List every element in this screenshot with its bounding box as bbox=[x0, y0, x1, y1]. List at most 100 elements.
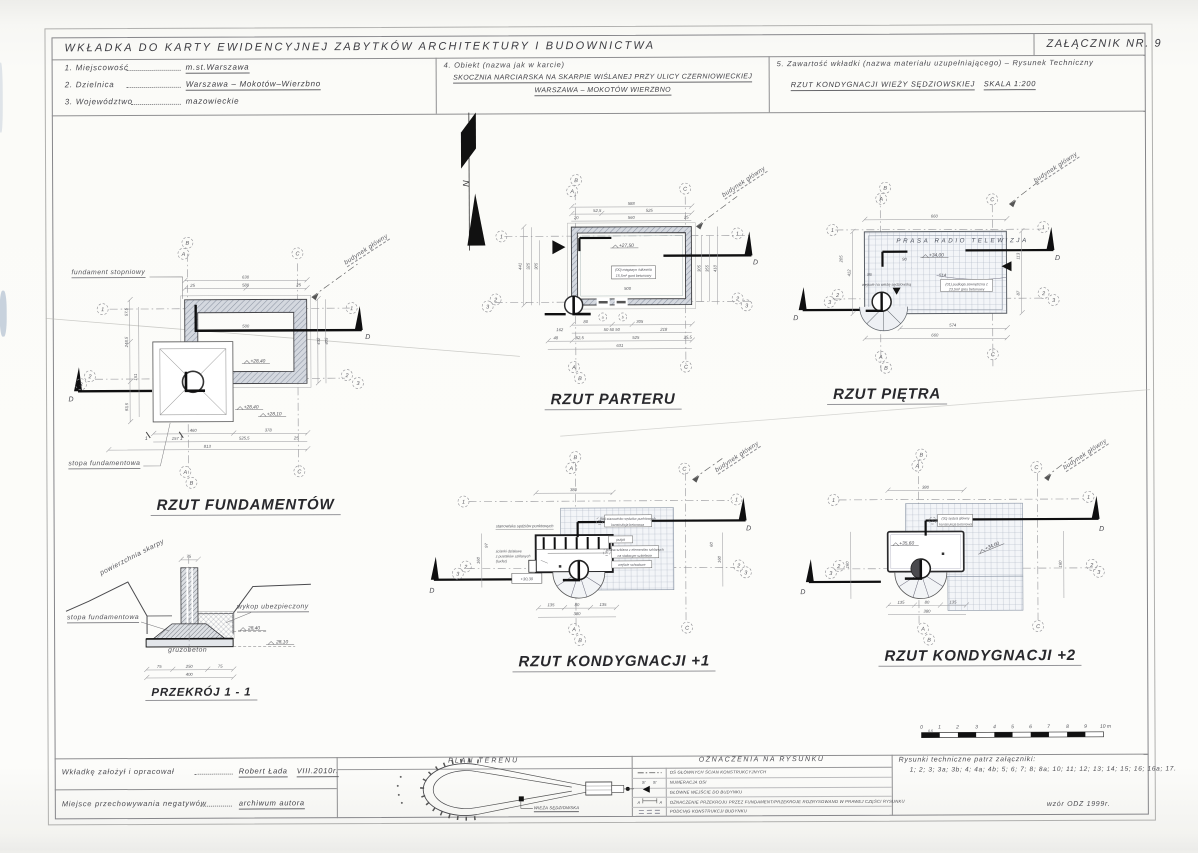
axis-bubble bbox=[880, 361, 892, 374]
author-date: VIII.2010r. bbox=[296, 766, 339, 777]
axis-bubble-label: A bbox=[181, 252, 186, 258]
axis-bubble-label: C bbox=[683, 187, 687, 193]
axis-bubble bbox=[875, 192, 888, 205]
field4-label: 4. Obiekt (nazwa jak w karcie) bbox=[443, 60, 565, 70]
dim-text: 460 bbox=[190, 428, 198, 433]
axis-bubble-label: A bbox=[569, 466, 574, 472]
dim-text: 305 bbox=[636, 319, 644, 324]
dim-text: 410 bbox=[712, 264, 717, 272]
dim-text: 25,5 bbox=[683, 335, 693, 340]
axis-bubble-label: 3 bbox=[1052, 298, 1056, 304]
dim-text: 580 bbox=[242, 283, 250, 288]
axis-bubble bbox=[84, 370, 96, 383]
axis-bubble-label: 3 bbox=[486, 304, 490, 310]
dim-text: 25 bbox=[293, 435, 299, 440]
dim-text: 160 bbox=[476, 556, 481, 564]
dim-text: (3c) sędzia główny bbox=[942, 516, 970, 520]
axis-bubble bbox=[826, 224, 839, 236]
axis-bubble bbox=[730, 493, 743, 506]
axis-bubble-label: 1 bbox=[1042, 225, 1045, 231]
elevation-text: +28,40 bbox=[244, 404, 259, 410]
axis-bubble-label: 3 bbox=[356, 381, 360, 387]
section-letter: D bbox=[746, 525, 751, 532]
axis-bubble bbox=[179, 466, 192, 478]
dim-text: ścianki działowe bbox=[496, 549, 522, 553]
section-title: PRZEKRÓJ 1 - 1 bbox=[145, 686, 258, 701]
axis-bubble bbox=[678, 462, 691, 475]
axis-bubble bbox=[495, 230, 508, 243]
dim-text: 631 bbox=[616, 343, 623, 348]
axis-bubble bbox=[679, 182, 691, 195]
negatives-leader bbox=[199, 798, 232, 807]
axis-bubble-label: A bbox=[569, 189, 574, 195]
dim-text: 380 bbox=[922, 485, 930, 490]
dim-text: 380 bbox=[570, 487, 578, 492]
dim-text: 525,5 bbox=[239, 436, 250, 441]
elevation-text: +34,00 bbox=[929, 252, 944, 258]
dim-text: (00) magazyn /siłownia bbox=[615, 268, 652, 272]
axis-bubble bbox=[732, 559, 745, 572]
axis-bubble bbox=[574, 634, 586, 646]
elevation-text: 28,10 bbox=[275, 639, 288, 645]
dim-text: 3 bbox=[975, 724, 978, 730]
axis-bubble bbox=[481, 300, 494, 313]
dim-text: 6 bbox=[1029, 724, 1032, 730]
level-plus1-title: RZUT KONDYGNACJI +1 bbox=[512, 652, 717, 673]
dim-text: (luxfer) bbox=[496, 559, 507, 563]
dim-text: konstrukcja betonowa bbox=[611, 523, 644, 527]
dim-text: 525 bbox=[632, 335, 640, 340]
level-mark bbox=[235, 406, 264, 410]
dim-text: 560 bbox=[628, 215, 636, 220]
dim-text: 75 bbox=[218, 664, 223, 669]
axis-bubble bbox=[1037, 287, 1050, 299]
dim-text: 355 bbox=[704, 264, 709, 272]
dim-text: 2 bbox=[955, 724, 959, 730]
field1-leader bbox=[126, 62, 181, 72]
dim-text: 574 bbox=[949, 322, 957, 327]
axis-bubble-label: B bbox=[578, 638, 582, 644]
axis-bubble bbox=[96, 303, 109, 315]
dim-text: 400 bbox=[186, 672, 194, 677]
axis-bubble bbox=[915, 448, 928, 461]
axis-bubble-label: 1 bbox=[735, 497, 738, 503]
axis-bubble bbox=[1032, 620, 1044, 632]
attachments-note-line2: 1; 2; 3; 3a; 3b; 4; 4a; 4b; 5; 6; 7; 8; … bbox=[909, 765, 1177, 774]
field3-value: mazowieckie bbox=[185, 96, 240, 106]
axis-bubble-label: C bbox=[685, 626, 689, 632]
dim-text: 248,5 bbox=[124, 336, 129, 348]
axis-bubble-label: 2 bbox=[344, 373, 348, 379]
axis-bubble-label: 3 bbox=[828, 300, 832, 306]
axis-bubble-label: B bbox=[883, 186, 887, 192]
dim-text: 75 bbox=[186, 554, 191, 559]
axis-bubble bbox=[986, 193, 999, 206]
axis-bubble-label: A bbox=[571, 627, 576, 633]
level-mark bbox=[238, 627, 267, 631]
siteplan-title: PLAN TERENU bbox=[448, 757, 520, 765]
axis-bubble-label: A bbox=[915, 464, 920, 470]
dim-text: 813 bbox=[204, 444, 212, 449]
dim-text: A bbox=[636, 800, 640, 805]
dim-text: 160 bbox=[845, 561, 850, 569]
axis-bubble-label: A bbox=[920, 627, 925, 633]
elevation-text: +28,10 bbox=[267, 411, 282, 417]
dim-text: 135 bbox=[897, 600, 905, 605]
axis-bubble bbox=[452, 567, 464, 580]
axis-bubble bbox=[911, 459, 924, 472]
dim-text: 441 bbox=[517, 263, 522, 270]
axis-bubble bbox=[681, 621, 693, 634]
section-letter: D bbox=[753, 259, 758, 266]
axis-bubble bbox=[598, 312, 608, 322]
legend-row-text-2: NUMERACJA OSI bbox=[669, 779, 707, 785]
dim-text: 80 bbox=[583, 319, 588, 324]
section-letter: D bbox=[429, 588, 434, 595]
axis-bubble bbox=[352, 377, 364, 389]
author-leader bbox=[194, 766, 233, 775]
axis-bubble-label: 2 bbox=[493, 297, 497, 303]
axis-bubble bbox=[1093, 566, 1105, 578]
legend-title: OZNACZENIA NA RYSUNKU bbox=[698, 756, 825, 764]
axis-bubble bbox=[1037, 221, 1050, 233]
dim-text: 630 bbox=[242, 275, 250, 280]
axis-bubble bbox=[831, 289, 844, 301]
foundations-title: RZUT FUNDAMENTÓW bbox=[150, 496, 341, 516]
